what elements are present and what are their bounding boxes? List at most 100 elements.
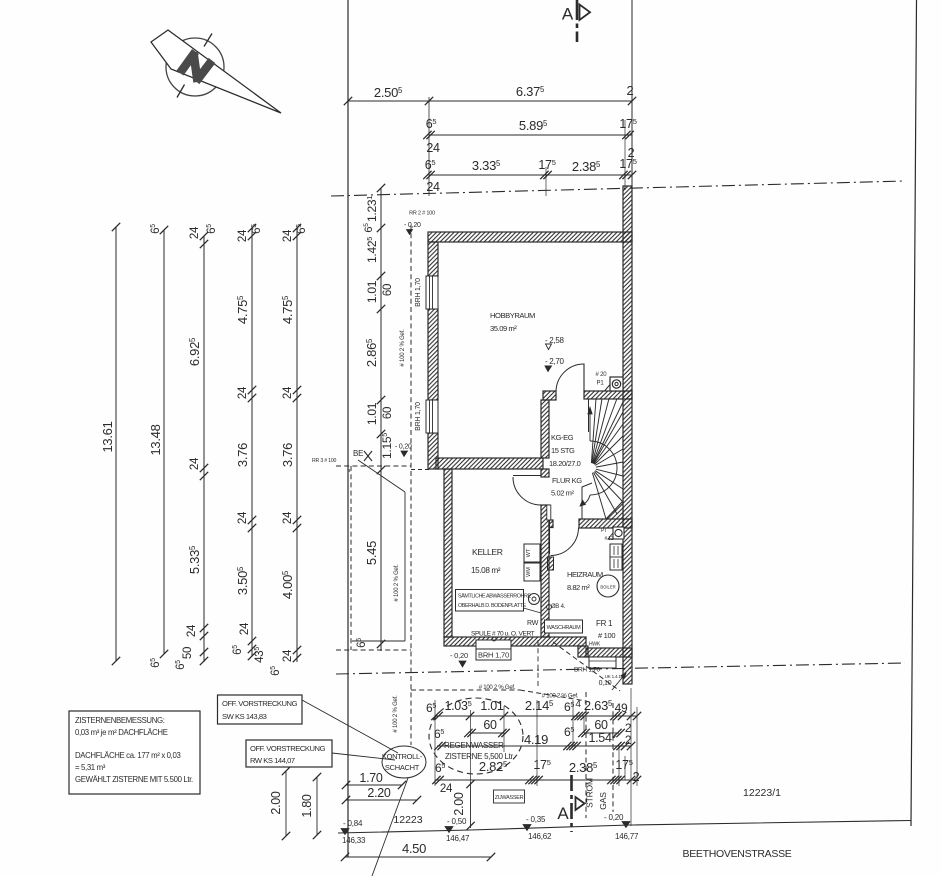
svg-text:4.755: 4.755 <box>280 295 295 324</box>
svg-text:175: 175 <box>619 157 636 171</box>
svg-text:A: A <box>557 804 569 823</box>
svg-text:146,47: 146,47 <box>446 834 470 843</box>
svg-text:24: 24 <box>189 457 201 470</box>
svg-text:GEWÄHLT ZISTERNE MIT 5.500 Ltr: GEWÄHLT ZISTERNE MIT 5.500 Ltr. <box>75 775 193 784</box>
svg-text:BRH 1,70: BRH 1,70 <box>415 402 422 431</box>
svg-text:5.335: 5.335 <box>187 545 202 574</box>
svg-text:- 0,20: - 0,20 <box>404 222 421 229</box>
svg-text:15.08 m²: 15.08 m² <box>471 566 501 575</box>
svg-text:2.825: 2.825 <box>479 759 508 774</box>
svg-text:STROM: STROM <box>585 778 595 808</box>
svg-text:24: 24 <box>282 229 294 242</box>
svg-text:5.02 m²: 5.02 m² <box>551 489 575 498</box>
svg-text:4.19: 4.19 <box>524 732 548 747</box>
svg-text:8.82 m²: 8.82 m² <box>567 583 590 592</box>
svg-text:3.76: 3.76 <box>235 443 250 467</box>
svg-text:# 100 2 % Gef.: # 100 2 % Gef. <box>479 685 516 691</box>
svg-text:65: 65 <box>426 701 436 715</box>
svg-text:24: 24 <box>237 229 249 242</box>
svg-text:24: 24 <box>237 511 249 524</box>
svg-text:1.155: 1.155 <box>380 433 394 459</box>
svg-text:HEIZRAUM: HEIZRAUM <box>567 570 603 579</box>
svg-text:2.385: 2.385 <box>569 760 598 775</box>
svg-text:4.755: 4.755 <box>235 295 250 324</box>
svg-text:65: 65 <box>270 666 282 676</box>
svg-text:5.45: 5.45 <box>364 541 379 565</box>
svg-text:24: 24 <box>282 511 294 524</box>
svg-text:2.635: 2.635 <box>584 698 613 713</box>
svg-text:# 100: # 100 <box>598 631 615 640</box>
svg-text:24: 24 <box>282 386 294 399</box>
svg-text:RR 2 # 100: RR 2 # 100 <box>409 211 435 217</box>
svg-text:4: 4 <box>575 699 581 710</box>
svg-text:24: 24 <box>237 386 249 399</box>
svg-text:4.50: 4.50 <box>402 841 426 856</box>
svg-text:PT: PT <box>601 528 607 534</box>
svg-text:2.00: 2.00 <box>269 791 283 814</box>
svg-text:2.865: 2.865 <box>364 338 379 367</box>
svg-text:2: 2 <box>625 721 632 735</box>
svg-text:ØB 4.: ØB 4. <box>551 604 566 610</box>
svg-text:ZISTERNENBEMESSUNG:: ZISTERNENBEMESSUNG: <box>75 716 165 725</box>
svg-text:65: 65 <box>175 660 187 670</box>
svg-text:24: 24 <box>440 783 453 795</box>
svg-text:2: 2 <box>627 83 634 98</box>
svg-text:KG-EG: KG-EG <box>551 433 574 442</box>
svg-text:# 100 2 % Gef.: # 100 2 % Gef. <box>393 695 399 733</box>
svg-text:= 5,31 m³: = 5,31 m³ <box>75 763 106 772</box>
svg-text:6.375: 6.375 <box>516 84 545 99</box>
svg-text:49: 49 <box>615 701 628 715</box>
svg-text:24: 24 <box>426 180 440 194</box>
svg-text:SÄMTLICHE ABWASSERROHRE: SÄMTLICHE ABWASSERROHRE <box>458 593 531 600</box>
svg-text:50: 50 <box>182 647 194 659</box>
svg-text:18.20/27.0: 18.20/27.0 <box>549 459 581 468</box>
svg-text:# 100 2 % Gef.: # 100 2 % Gef. <box>542 694 579 700</box>
svg-text:13.48: 13.48 <box>148 424 163 455</box>
svg-text:1.01: 1.01 <box>365 280 379 303</box>
svg-text:- 2,58: - 2,58 <box>545 336 565 345</box>
svg-text:3.76: 3.76 <box>280 443 295 467</box>
svg-text:146,62: 146,62 <box>528 832 552 841</box>
svg-text:WT: WT <box>526 548 532 557</box>
svg-text:BRH 1,70: BRH 1,70 <box>478 651 509 660</box>
svg-text:12223: 12223 <box>393 814 422 826</box>
svg-text:- 0,84: - 0,84 <box>343 819 363 828</box>
svg-text:146,77: 146,77 <box>615 832 639 841</box>
svg-text:24: 24 <box>426 141 440 155</box>
svg-text:RW KS 144,07: RW KS 144,07 <box>250 756 295 765</box>
svg-text:# 100 2 % Gef.: # 100 2 % Gef. <box>400 329 406 367</box>
svg-text:2: 2 <box>628 146 635 160</box>
svg-text:175: 175 <box>533 758 550 772</box>
svg-text:UK 1.4.100: UK 1.4.100 <box>605 674 626 679</box>
svg-text:KELLER: KELLER <box>472 547 503 557</box>
svg-text:A: A <box>562 5 574 24</box>
svg-text:175: 175 <box>619 117 636 131</box>
svg-text:P1: P1 <box>597 381 605 387</box>
svg-text:13.61: 13.61 <box>100 421 115 452</box>
svg-text:0,10: 0,10 <box>599 680 612 687</box>
svg-text:175: 175 <box>538 158 555 172</box>
svg-text:OFF. VORSTRECKUNG: OFF. VORSTRECKUNG <box>250 744 326 753</box>
svg-text:FR 1: FR 1 <box>596 619 613 628</box>
svg-text:OFF. VORSTRECKUNG: OFF. VORSTRECKUNG <box>222 699 298 708</box>
svg-text:60: 60 <box>382 284 394 296</box>
svg-text:REGENWASSER-: REGENWASSER- <box>444 741 507 750</box>
svg-text:HWK: HWK <box>589 642 601 648</box>
svg-text:RW: RW <box>527 620 539 627</box>
svg-text:65: 65 <box>251 224 263 234</box>
svg-text:65: 65 <box>564 725 574 739</box>
svg-text:435: 435 <box>254 647 266 663</box>
svg-text:KONTROLL-: KONTROLL- <box>382 752 423 761</box>
svg-text:65: 65 <box>434 727 444 741</box>
svg-text:1.231: 1.231 <box>365 196 379 222</box>
svg-text:- 0,20: - 0,20 <box>450 651 468 660</box>
svg-text:60: 60 <box>382 407 394 419</box>
svg-text:1.545: 1.545 <box>588 731 615 745</box>
svg-text:SPULE # 70 u. O. VERT: SPULE # 70 u. O. VERT <box>471 631 535 638</box>
svg-text:35.09 m²: 35.09 m² <box>490 324 517 333</box>
svg-text:3.505: 3.505 <box>235 566 250 595</box>
svg-text:FLUR KG: FLUR KG <box>552 476 582 485</box>
svg-text:65: 65 <box>232 645 244 655</box>
svg-text:1.01: 1.01 <box>365 402 379 425</box>
svg-text:4.005: 4.005 <box>280 570 295 599</box>
